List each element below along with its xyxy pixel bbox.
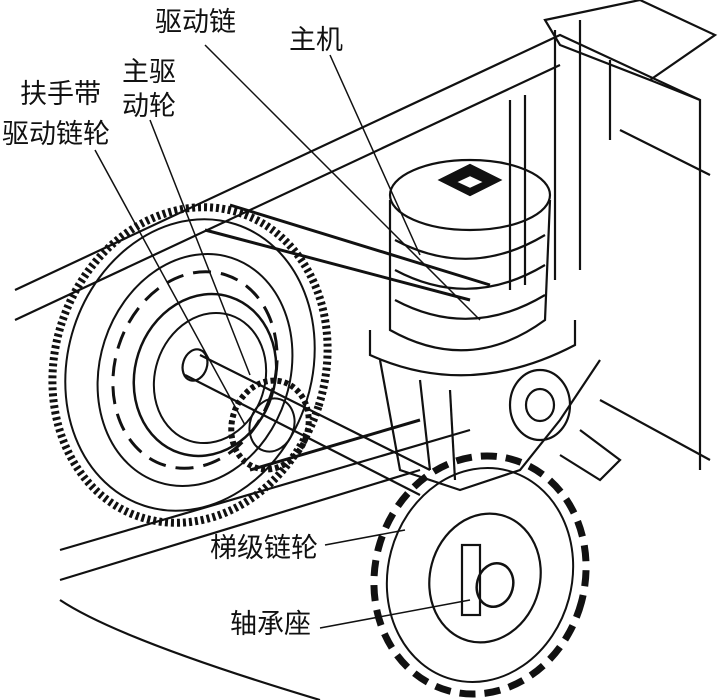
leader-lines bbox=[94, 44, 481, 629]
leader-step-sprocket bbox=[324, 529, 406, 546]
leader-drive-chain bbox=[204, 44, 481, 321]
step-sprocket bbox=[370, 452, 590, 698]
label-bearing-seat: 轴承座 bbox=[230, 609, 311, 640]
label-drive-chain: 驱动链 bbox=[155, 7, 236, 38]
leader-main-drive-wheel bbox=[149, 119, 251, 376]
label-step-sprocket: 梯级链轮 bbox=[210, 533, 318, 564]
leader-bearing-seat bbox=[319, 599, 471, 629]
main-motor bbox=[368, 158, 577, 377]
label-main-motor: 主机 bbox=[289, 25, 343, 56]
leader-handrail-drive-sprocket bbox=[94, 149, 246, 426]
drive-chain bbox=[204, 203, 491, 472]
leader-main-motor bbox=[329, 54, 421, 256]
label-main-drive-wheel-1: 主驱 bbox=[122, 57, 176, 88]
label-handrail-drive-sprocket-2: 驱动链轮 bbox=[2, 119, 110, 150]
drive-shaft bbox=[181, 348, 431, 496]
label-main-drive-wheel-2: 动轮 bbox=[122, 91, 176, 122]
handrail-drive-wheel bbox=[48, 203, 332, 527]
label-handrail-drive-sprocket-1: 扶手带 bbox=[20, 79, 101, 110]
truss-frame bbox=[14, 0, 718, 700]
gearbox bbox=[378, 359, 622, 492]
